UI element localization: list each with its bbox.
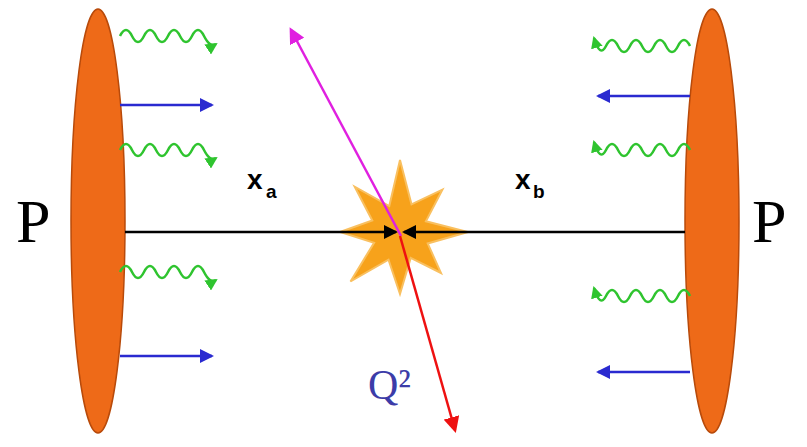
proton-label: P [16, 190, 50, 252]
collision-burst [340, 160, 468, 294]
momentum-fraction: x [247, 166, 263, 194]
parton-b-line [404, 231, 685, 234]
outgoing-magenta [291, 30, 401, 236]
right-partons [594, 38, 690, 372]
momentum-transfer: Q² [368, 364, 411, 406]
left-partons [120, 30, 216, 356]
subscript: a [266, 182, 277, 201]
parton-a-line [125, 231, 396, 234]
proton-right [685, 9, 739, 433]
momentum-fraction: x [515, 166, 531, 194]
subscript: b [533, 182, 545, 201]
proton-label: P [752, 190, 786, 252]
proton-left [71, 9, 125, 433]
